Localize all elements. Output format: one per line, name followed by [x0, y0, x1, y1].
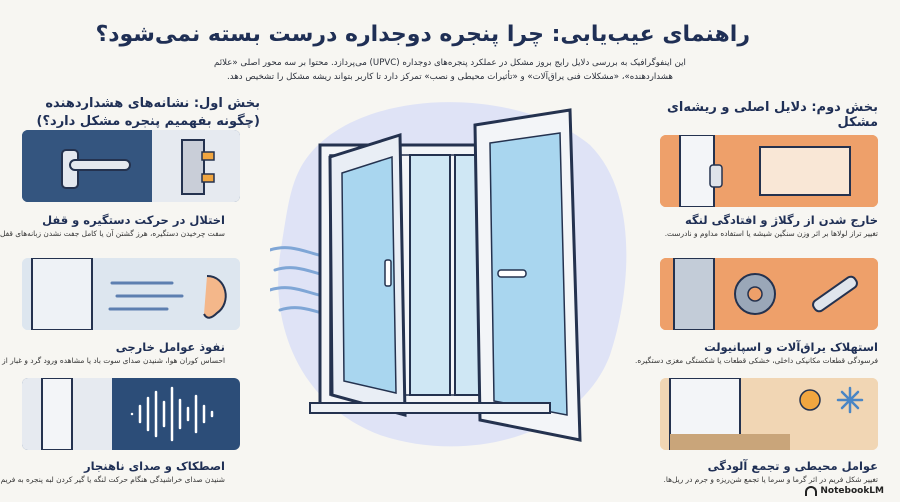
intro-line-1: این اینفوگرافیک به بررسی دلایل رایج بروز… — [214, 58, 686, 68]
caption-friction-noise: اصطکاک و صدای ناهنجار شنیدن صدای خراشیدگ… — [0, 458, 225, 485]
door-lock-icon — [181, 139, 215, 195]
notebooklm-logo-icon — [805, 486, 818, 496]
snowflake-icon — [836, 386, 864, 414]
section-one-heading: بخش اول: نشانه‌های هشداردهنده (چگونه بفه… — [20, 95, 260, 131]
card-hardware-wear — [660, 258, 878, 330]
notebooklm-logo: NotebookLM — [805, 486, 884, 496]
broken-key-icon — [812, 275, 858, 313]
window-hinge-icon — [709, 164, 723, 188]
caption-title: استهلاک یراق‌آلات و اسپانیولت — [704, 340, 878, 354]
caption-environmental: عوامل محیطی و تجمع آلودگی تغییر شکل فریم… — [663, 458, 878, 485]
card-external-factors — [22, 258, 240, 330]
caption-desc: تغییر تراز لولاها بر اثر وزن سنگین شیشه … — [664, 229, 878, 238]
card-handle-lock — [22, 130, 240, 202]
window-illustration — [270, 102, 627, 447]
right-glass — [489, 132, 568, 416]
gear-icon — [734, 273, 776, 315]
caption-title: اصطکاک و صدای ناهنجار — [84, 459, 225, 473]
caption-handle-lock: اختلال در حرکت دستگیره و قفل سفت چرخیدن … — [0, 212, 225, 239]
card-environmental — [660, 378, 878, 450]
card-sash-sagging — [660, 135, 878, 207]
caption-desc: احساس کوران هوا، شنیدن صدای سوت باد یا م… — [0, 356, 225, 365]
caption-external-factors: نفوذ عوامل خارجی احساس کوران هوا، شنیدن … — [0, 339, 225, 366]
card-friction-noise — [22, 378, 240, 450]
sun-icon — [799, 389, 821, 411]
caption-hardware-wear: استهلاک یراق‌آلات و اسپانیولت فرسودگی قط… — [635, 339, 878, 366]
caption-desc: تغییر شکل فریم در اثر گرما و سرما یا تجم… — [663, 475, 878, 484]
caption-title: اختلال در حرکت دستگیره و قفل — [42, 213, 225, 227]
left-handle — [384, 259, 392, 287]
caption-desc: فرسودگی قطعات مکانیکی داخلی، خشکی قطعات … — [635, 356, 878, 365]
caption-sash-sagging: خارج شدن از رگلاژ و افتادگی لنگه تغییر ت… — [665, 212, 878, 239]
section-one-title: بخش اول: نشانه‌های هشداردهنده — [45, 96, 260, 111]
left-glass — [341, 155, 397, 394]
sound-wave-icon — [130, 386, 214, 442]
section-one-subtitle: (چگونه بفهمیم پنجره مشکل دارد؟) — [36, 114, 260, 129]
logo-text: NotebookLM — [820, 486, 884, 496]
ear-icon — [203, 275, 227, 319]
wind-icon — [108, 281, 184, 311]
door-handle-icon — [61, 149, 131, 189]
section-two-heading: بخش دوم: دلایل اصلی و ریشه‌ای مشکل — [667, 100, 878, 130]
intro-text: این اینفوگرافیک به بررسی دلایل رایج بروز… — [170, 56, 730, 84]
window-sill — [309, 402, 551, 414]
caption-title: عوامل محیطی و تجمع آلودگی — [707, 459, 878, 473]
caption-title: نفوذ عوامل خارجی — [115, 340, 225, 354]
right-handle — [497, 269, 527, 278]
caption-desc: شنیدن صدای خراشیدگی هنگام حرکت لنگه یا گ… — [0, 475, 225, 484]
caption-desc: سفت چرخیدن دستگیره، هرز گشتن آن یا کامل … — [0, 229, 225, 238]
caption-title: خارج شدن از رگلاژ و افتادگی لنگه — [684, 213, 878, 227]
page-title: راهنمای عیب‌یابی: چرا پنجره دوجداره درست… — [95, 22, 750, 47]
intro-line-2: هشداردهنده»، «مشکلات فنی یراق‌آلات» و «ت… — [227, 72, 673, 82]
